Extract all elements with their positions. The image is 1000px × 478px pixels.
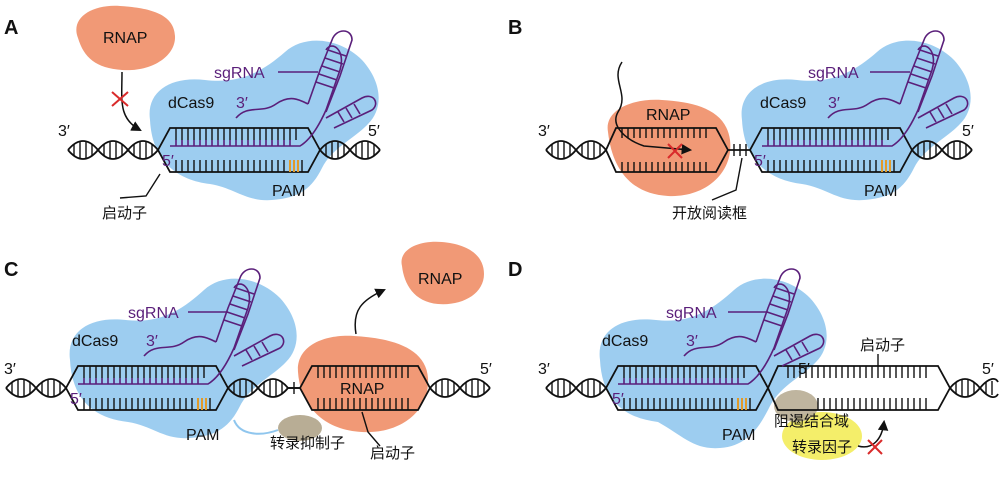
panel-d-tf-shape [782,412,862,460]
panel-c-repressor-shape [278,415,322,441]
panel-d-block-domain-label: 阻遏结合域 [774,412,849,430]
panel-b-sgrna [762,30,969,147]
panel-b-transcript-arrow [615,61,693,155]
panel-c-rnap-label: RNAP [340,381,384,398]
panel-c-sgrna-label: sgRNA [128,305,179,322]
panel-d-sgrna-label: sgRNA [666,305,717,322]
panel-b-dna-3prime: 3′ [538,123,550,140]
panel-b-sgrna-3prime: 3′ [828,95,840,112]
panel-d-dcas9-label: dCas9 [602,333,648,350]
panel-d-pam-label: PAM [722,427,755,444]
panel-b-pam-mark [881,160,891,172]
panel-a-sgrna-5prime: 5′ [162,153,174,170]
panel-d-tf-label: 转录因子 [792,438,852,456]
panel-b-letter: B [508,17,522,39]
panel-c-repressor-label: 转录抑制子 [270,434,345,452]
panel-c-dna [5,365,491,411]
panel-b-dna [545,127,973,173]
panel-d-promoter-label: 启动子 [860,336,905,354]
panel-d-transcription-arrow [857,419,889,448]
panel-a-binding-arrow [120,71,142,132]
panel-a-rnap-label: RNAP [103,30,147,47]
panel-a-sgrna-label: sgRNA [214,65,265,82]
panel-d-dna [545,365,999,411]
panel-d-letter: D [508,259,522,281]
panel-d-sgrna [618,268,825,385]
panel-c-letter: C [4,259,18,281]
panel-c-dna-5prime: 5′ [480,361,492,378]
panel-c: C RNAP [4,241,492,462]
panel-c-dcas9-shape [69,278,297,439]
panel-c-repressor-linker [233,419,279,435]
panel-a-pam-mark [289,160,299,172]
panel-a-sgrna-3prime: 3′ [236,95,248,112]
panel-c-released-rnap-shape [401,241,484,305]
panel-a-promoter-label: 启动子 [102,204,147,222]
panel-d-sgrna-5prime: 5′ [612,391,624,408]
panel-d-dna-3prime: 3′ [538,361,550,378]
panel-a-promoter-leader [119,173,161,199]
panel-a-pam-label: PAM [272,183,305,200]
panel-c-pam-label: PAM [186,427,219,444]
panel-c-sgrna [78,268,285,385]
panel-a-letter: A [4,17,18,39]
panel-a-rnap-shape [76,5,176,71]
panel-b-dcas9-shape [741,40,971,201]
panel-d-dna-5prime-inner: 5′ [798,361,810,378]
panel-b-orf-label: 开放阅读框 [672,204,747,222]
panel-c-released-rnap-label: RNAP [418,271,462,288]
panel-c-pam-mark [197,398,207,410]
panel-c-promoter-leader [361,411,381,447]
panel-d-block-domain-shape [774,390,818,422]
panel-d-pam-mark [737,398,747,410]
panel-a-dcas9-shape [149,40,379,201]
panel-a-dna [67,127,381,173]
panel-a-block-x-icon [111,91,129,107]
panel-a: A RNAP [4,5,381,222]
panel-c-dcas9-label: dCas9 [72,333,118,350]
panel-b-orf-leader [711,157,743,201]
panel-c-promoter-label: 启动子 [370,444,415,462]
panel-c-sgrna-3prime: 3′ [146,333,158,350]
panel-b-sgrna-label: sgRNA [808,65,859,82]
panel-d-dcas9-shape [599,278,827,449]
panel-b: B [508,17,974,222]
panel-b-sgrna-5prime: 5′ [754,153,766,170]
panel-b-dcas9-label: dCas9 [760,95,806,112]
panel-a-sgrna [170,30,377,147]
panel-b-dna-5prime: 5′ [962,123,974,140]
panel-a-dna-3prime: 3′ [58,123,70,140]
panel-c-release-arrow [354,288,386,335]
panel-a-dna-5prime: 5′ [368,123,380,140]
panel-d-sgrna-3prime: 3′ [686,333,698,350]
panel-b-block-x-icon [667,143,683,159]
panel-d-dna-5prime: 5′ [982,361,994,378]
panel-c-sgrna-5prime: 5′ [70,391,82,408]
panel-c-dna-3prime: 3′ [4,361,16,378]
panel-b-pam-label: PAM [864,183,897,200]
panel-d-block-x-icon [867,439,883,455]
panel-b-rnap-label: RNAP [646,107,690,124]
panel-a-dcas9-label: dCas9 [168,95,214,112]
panel-d: D [508,259,999,460]
